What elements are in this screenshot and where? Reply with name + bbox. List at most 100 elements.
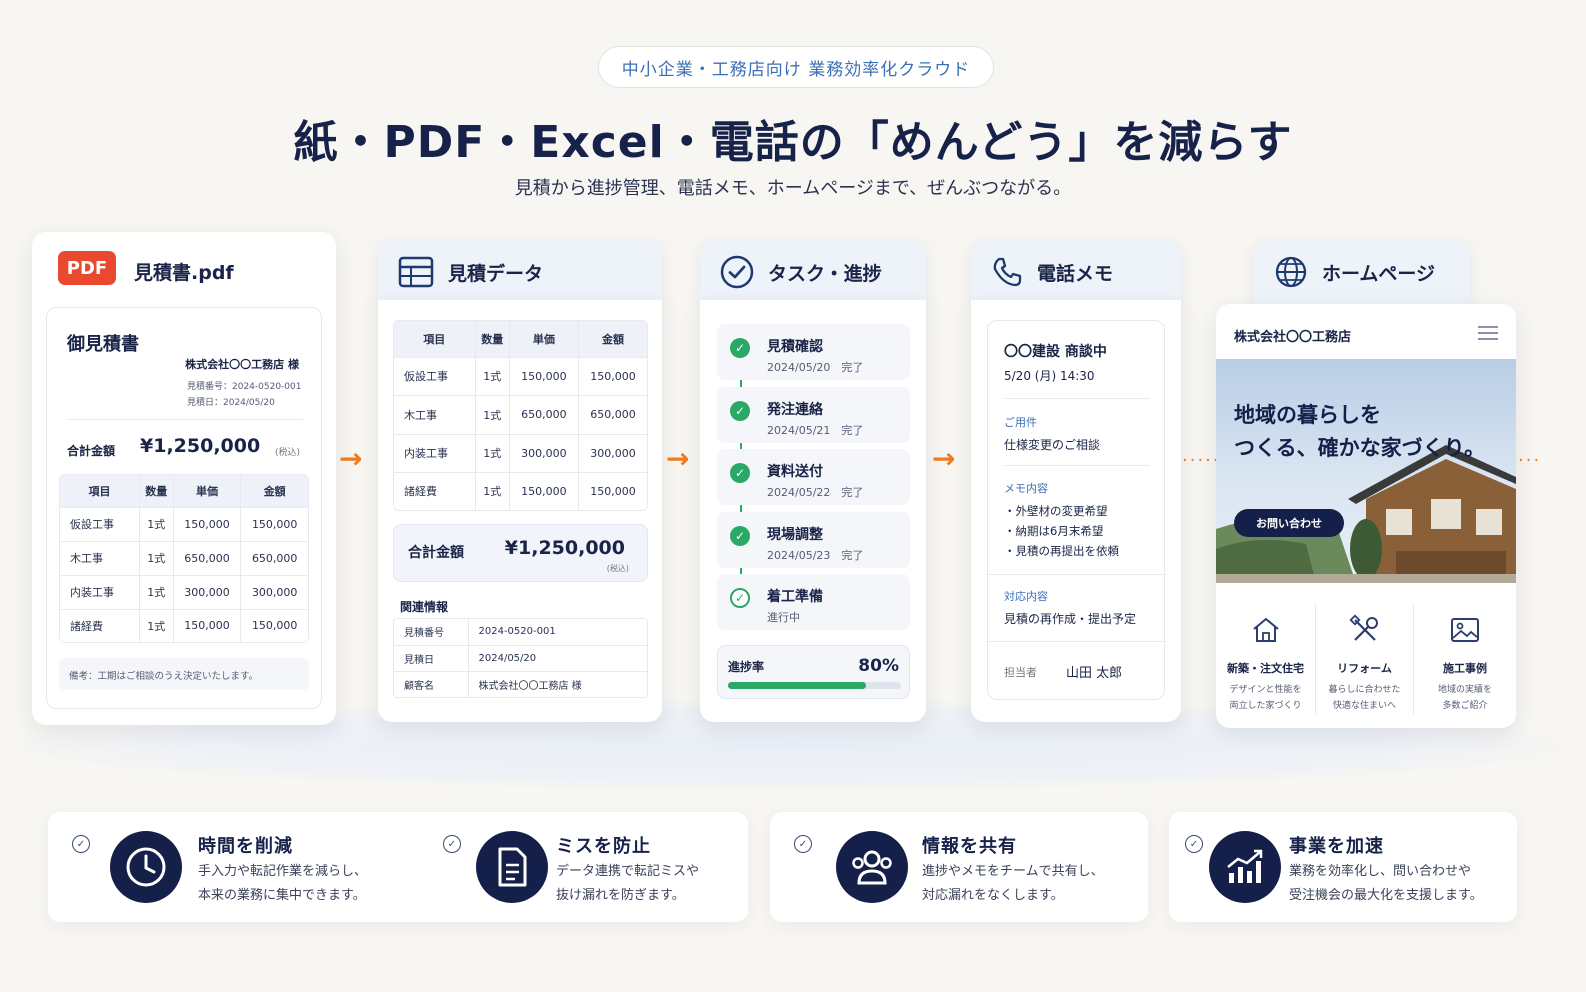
benefit-desc: 業務を効率化し、問い合わせや受注機会の最大化を支援します。 <box>1289 864 1483 903</box>
benefit-desc: 進捗やメモをチームで共有し、対応漏れをなくします。 <box>922 864 1104 903</box>
memo-card-header: 電話メモ <box>971 240 1181 304</box>
homepage-card[interactable]: 株式会社〇〇工務店 地域の暮らしを つくる、確かな家づくり。 お問い合わせ 新築… <box>1216 304 1516 728</box>
hero-line-1: 地域の暮らしを <box>1234 403 1381 427</box>
check-icon: ✓ <box>72 835 90 853</box>
table-icon <box>398 256 434 288</box>
site-name[interactable]: 株式会社〇〇工務店 <box>1234 330 1352 345</box>
benefit-title: 事業を加速 <box>1289 836 1384 857</box>
memo-response-label: 対応内容 <box>1004 590 1048 603</box>
service-name: リフォーム <box>1337 662 1392 675</box>
image-icon <box>1451 618 1479 642</box>
table-row: 顧客名株式会社〇〇工務店 様 <box>394 671 647 697</box>
header-badge: 中小企業・工務店向け 業務効率化クラウド <box>598 46 994 88</box>
service-desc: 両立した家づくり <box>1229 701 1302 711</box>
memo-owner: 山田 太郎 <box>1066 666 1123 681</box>
page-headline: 紙・PDF・Excel・電話の「めんどう」を減らす <box>293 117 1293 168</box>
pdf-note: 備考：工期はご相談のうえ決定いたします。 <box>59 658 309 690</box>
memo-card-title: 電話メモ <box>1037 262 1114 285</box>
memo-owner-label: 担当者 <box>1004 666 1037 679</box>
service-item[interactable]: リフォーム 暮らしに合わせた 快適な住まいへ <box>1316 604 1414 714</box>
home-icon <box>1252 617 1279 642</box>
benefit-panel: ✓ 時間を削減 手入力や転記作業を減らし、本来の業務に集中できます。 ✓ ミスを… <box>48 812 748 922</box>
check-icon: ✓ <box>730 463 750 483</box>
benefit-panel: ✓ 事業を加速 業務を効率化し、問い合わせや受注機会の最大化を支援します。 <box>1169 812 1517 922</box>
benefit-desc: データ連携で転記ミスや抜け漏れを防ぎます。 <box>556 864 700 903</box>
memo-content-item: ・納期は6月末希望 <box>1004 524 1104 538</box>
memo-subject: 〇〇建設 商談中 <box>1004 344 1107 360</box>
arrow-icon: → <box>666 442 690 475</box>
pdf-total: ¥1,250,000 <box>140 435 261 457</box>
check-icon: ✓ <box>794 835 812 853</box>
check-icon: ✓ <box>1185 835 1203 853</box>
data-total-box: 合計金額 ¥1,250,000 (税込) <box>393 524 648 582</box>
progress-value: 80% <box>858 656 899 676</box>
memo-response: 見積の再作成・提出予定 <box>1004 612 1137 626</box>
service-item[interactable]: 新築・注文住宅 デザインと性能を 両立した家づくり <box>1216 604 1316 714</box>
memo-purpose: 仕様変更のご相談 <box>1004 438 1101 452</box>
service-item[interactable]: 施工事例 地域の実績を 多数ご紹介 <box>1414 604 1516 714</box>
phone-icon <box>993 257 1022 287</box>
arrow-icon: → <box>932 442 956 475</box>
benefit-panel: ✓ 情報を共有 進捗やメモをチームで共有し、対応漏れをなくします。 <box>770 812 1148 922</box>
homepage-card-header: ホームページ <box>1254 240 1470 304</box>
service-desc: 多数ご紹介 <box>1442 701 1488 711</box>
pdf-filename: 見積書.pdf <box>134 262 234 284</box>
data-total: ¥1,250,000 <box>504 537 625 559</box>
pdf-total-label: 合計金額 <box>67 444 116 458</box>
memo-content-item: ・見積の再提出を依頼 <box>1004 544 1119 558</box>
memo-purpose-label: ご用件 <box>1004 416 1037 429</box>
progress-track <box>728 682 901 689</box>
hero-image: 地域の暮らしを つくる、確かな家づくり。 お問い合わせ <box>1216 359 1516 583</box>
contact-button[interactable]: お問い合わせ <box>1234 509 1344 537</box>
data-total-label: 合計金額 <box>408 545 464 561</box>
pdf-badge: PDF <box>58 251 116 285</box>
memo-card[interactable]: 〇〇建設 商談中 5/20 (月) 14:30 ご用件 仕様変更のご相談 メモ内… <box>971 300 1181 722</box>
tools-icon <box>1348 614 1378 641</box>
house-illustration <box>1216 445 1516 583</box>
pdf-card[interactable]: PDF 見積書.pdf 御見積書 株式会社〇〇工務店 様 見積番号：2024-0… <box>32 232 336 725</box>
document-icon <box>476 831 548 903</box>
service-name: 新築・注文住宅 <box>1227 662 1304 675</box>
pdf-document: 御見積書 株式会社〇〇工務店 様 見積番号：2024-0520-001 見積日：… <box>46 307 322 709</box>
service-desc: 快適な住まいへ <box>1332 701 1396 711</box>
service-name: 施工事例 <box>1443 662 1487 675</box>
pdf-client: 株式会社〇〇工務店 様 <box>185 358 299 371</box>
check-icon: ✓ <box>730 401 750 421</box>
dotted-connector: ····· <box>1182 450 1221 471</box>
memo-sheet: 〇〇建設 商談中 5/20 (月) 14:30 ご用件 仕様変更のご相談 メモ内… <box>987 320 1166 700</box>
globe-icon <box>1275 256 1307 288</box>
progress-label: 進捗率 <box>728 660 765 674</box>
menu-icon[interactable] <box>1478 326 1498 340</box>
related-title: 関連情報 <box>400 600 449 614</box>
pdf-number: 見積番号：2024-0520-001 <box>187 382 302 392</box>
homepage-card-title: ホームページ <box>1322 262 1436 285</box>
dotted-connector: ··· <box>1518 450 1542 471</box>
hero-line-2: つくる、確かな家づくり。 <box>1234 436 1486 460</box>
check-icon: ✓ <box>730 526 750 546</box>
pdf-doc-title: 御見積書 <box>67 334 139 355</box>
arrow-icon: → <box>339 442 363 475</box>
data-card-header: 見積データ <box>378 240 662 304</box>
task-item[interactable]: ✓着工準備進行中 <box>717 574 910 630</box>
memo-content-item: ・外壁材の変更希望 <box>1004 504 1108 518</box>
service-desc: デザインと性能を <box>1229 685 1302 695</box>
memo-content-label: メモ内容 <box>1004 482 1048 495</box>
benefit-title: 時間を削減 <box>198 836 293 857</box>
check-icon: ✓ <box>443 835 461 853</box>
progress-box: 進捗率 80% <box>717 645 910 699</box>
